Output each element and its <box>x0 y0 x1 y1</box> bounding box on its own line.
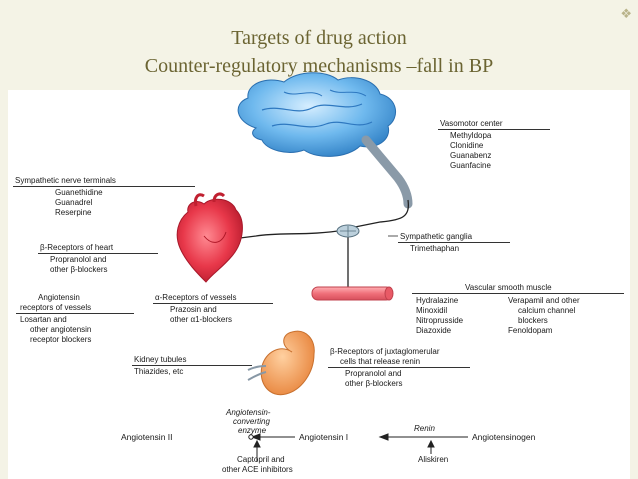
kidney-drug: Thiazides, etc <box>134 367 184 376</box>
beta-jg-drug: other β-blockers <box>345 379 403 388</box>
beta-heart-heading: β-Receptors of heart <box>40 243 114 252</box>
vascular-smooth-drug: Fenoldopam <box>508 326 553 335</box>
ace-label: converting <box>233 417 270 426</box>
vascular-smooth-drug: Diazoxide <box>416 326 452 335</box>
vascular-smooth-drug: Verapamil and other <box>508 296 580 305</box>
angiotensin-receptors-drug: receptor blockers <box>30 335 92 344</box>
ganglion-icon <box>336 224 360 238</box>
slide-title-line1: Targets of drug action <box>231 27 407 49</box>
angiotensinogen-label: Angiotensinogen <box>472 432 536 442</box>
kidney-rule <box>132 365 252 366</box>
beta-jg-rule <box>328 367 470 368</box>
vasomotor-drug: Clonidine <box>450 141 484 150</box>
sympathetic-terminals-drug: Guanethidine <box>55 188 103 197</box>
angiotensin-receptors-heading: Angiotensin <box>38 293 80 302</box>
vascular-smooth-heading: Vascular smooth muscle <box>465 283 552 292</box>
kidney-icon <box>247 330 315 396</box>
sympathetic-terminals-drug: Reserpine <box>55 208 92 217</box>
heart-icon <box>176 192 243 283</box>
renin-label: Renin <box>414 424 435 433</box>
beta-heart-drug: other β-blockers <box>50 265 108 274</box>
vascular-smooth-drug: blockers <box>518 316 548 325</box>
sympathetic-terminals-rule <box>13 186 195 187</box>
angiotensin-receptors-drug: other angiotensin <box>30 325 92 334</box>
kidney-heading: Kidney tubules <box>134 355 187 364</box>
vasomotor-drug: Guanfacine <box>450 161 491 170</box>
alpha-vessels-drug: Prazosin and <box>170 305 217 314</box>
vascular-smooth-drug: Minoxidil <box>416 306 448 315</box>
alpha-vessels-heading: α-Receptors of vessels <box>155 293 237 302</box>
slide-title-line2: Counter-regulatory mechanisms –fall in B… <box>144 55 494 77</box>
renin-inhibitor-label: Aliskiren <box>418 455 449 464</box>
alpha-vessels-drug: other α1-blockers <box>170 315 232 324</box>
vasomotor-heading: Vasomotor center <box>440 119 503 128</box>
sympathetic-ganglia-drug: Trimethaphan <box>410 244 460 253</box>
angiotensin-2-label: Angiotensin II <box>121 432 173 442</box>
vascular-smooth-drug: Hydralazine <box>416 296 459 305</box>
sympathetic-terminals-heading: Sympathetic nerve terminals <box>15 176 116 185</box>
sympathetic-ganglia-rule <box>398 242 510 243</box>
beta-jg-drug: Propranolol and <box>345 369 402 378</box>
angiotensin-receptors-heading: receptors of vessels <box>20 303 92 312</box>
blood-vessel-icon <box>311 286 394 301</box>
angiotensin-receptors-rule <box>16 313 134 314</box>
corner-ornament-icon: ❖ <box>620 6 632 21</box>
beta-heart-rule <box>38 253 158 254</box>
vasomotor-rule <box>438 129 550 130</box>
vasomotor-drug: Guanabenz <box>450 151 492 160</box>
ace-inhibitors-label: other ACE inhibitors <box>222 465 293 474</box>
vascular-smooth-drug: calcium channel <box>518 306 576 315</box>
angiotensin-receptors-drug: Losartan and <box>20 315 67 324</box>
ace-inhibitors-label: Captopril and <box>237 455 285 464</box>
alpha-vessels-rule <box>153 303 273 304</box>
angiotensin-1-label: Angiotensin I <box>299 432 349 442</box>
beta-heart-drug: Propranolol and <box>50 255 107 264</box>
ace-label: Angiotensin- <box>226 408 271 417</box>
vasomotor-drug: Methyldopa <box>450 131 492 140</box>
ace-label: enzyme <box>238 426 267 435</box>
vascular-smooth-rule <box>412 293 624 294</box>
beta-jg-heading: β-Receptors of juxtaglomerular <box>330 347 440 356</box>
vascular-smooth-drug: Nitroprusside <box>416 316 464 325</box>
brain-icon <box>237 72 413 209</box>
sympathetic-ganglia-heading: Sympathetic ganglia <box>400 232 473 241</box>
sympathetic-terminals-drug: Guanadrel <box>55 198 93 207</box>
beta-jg-heading: cells that release renin <box>340 357 421 366</box>
